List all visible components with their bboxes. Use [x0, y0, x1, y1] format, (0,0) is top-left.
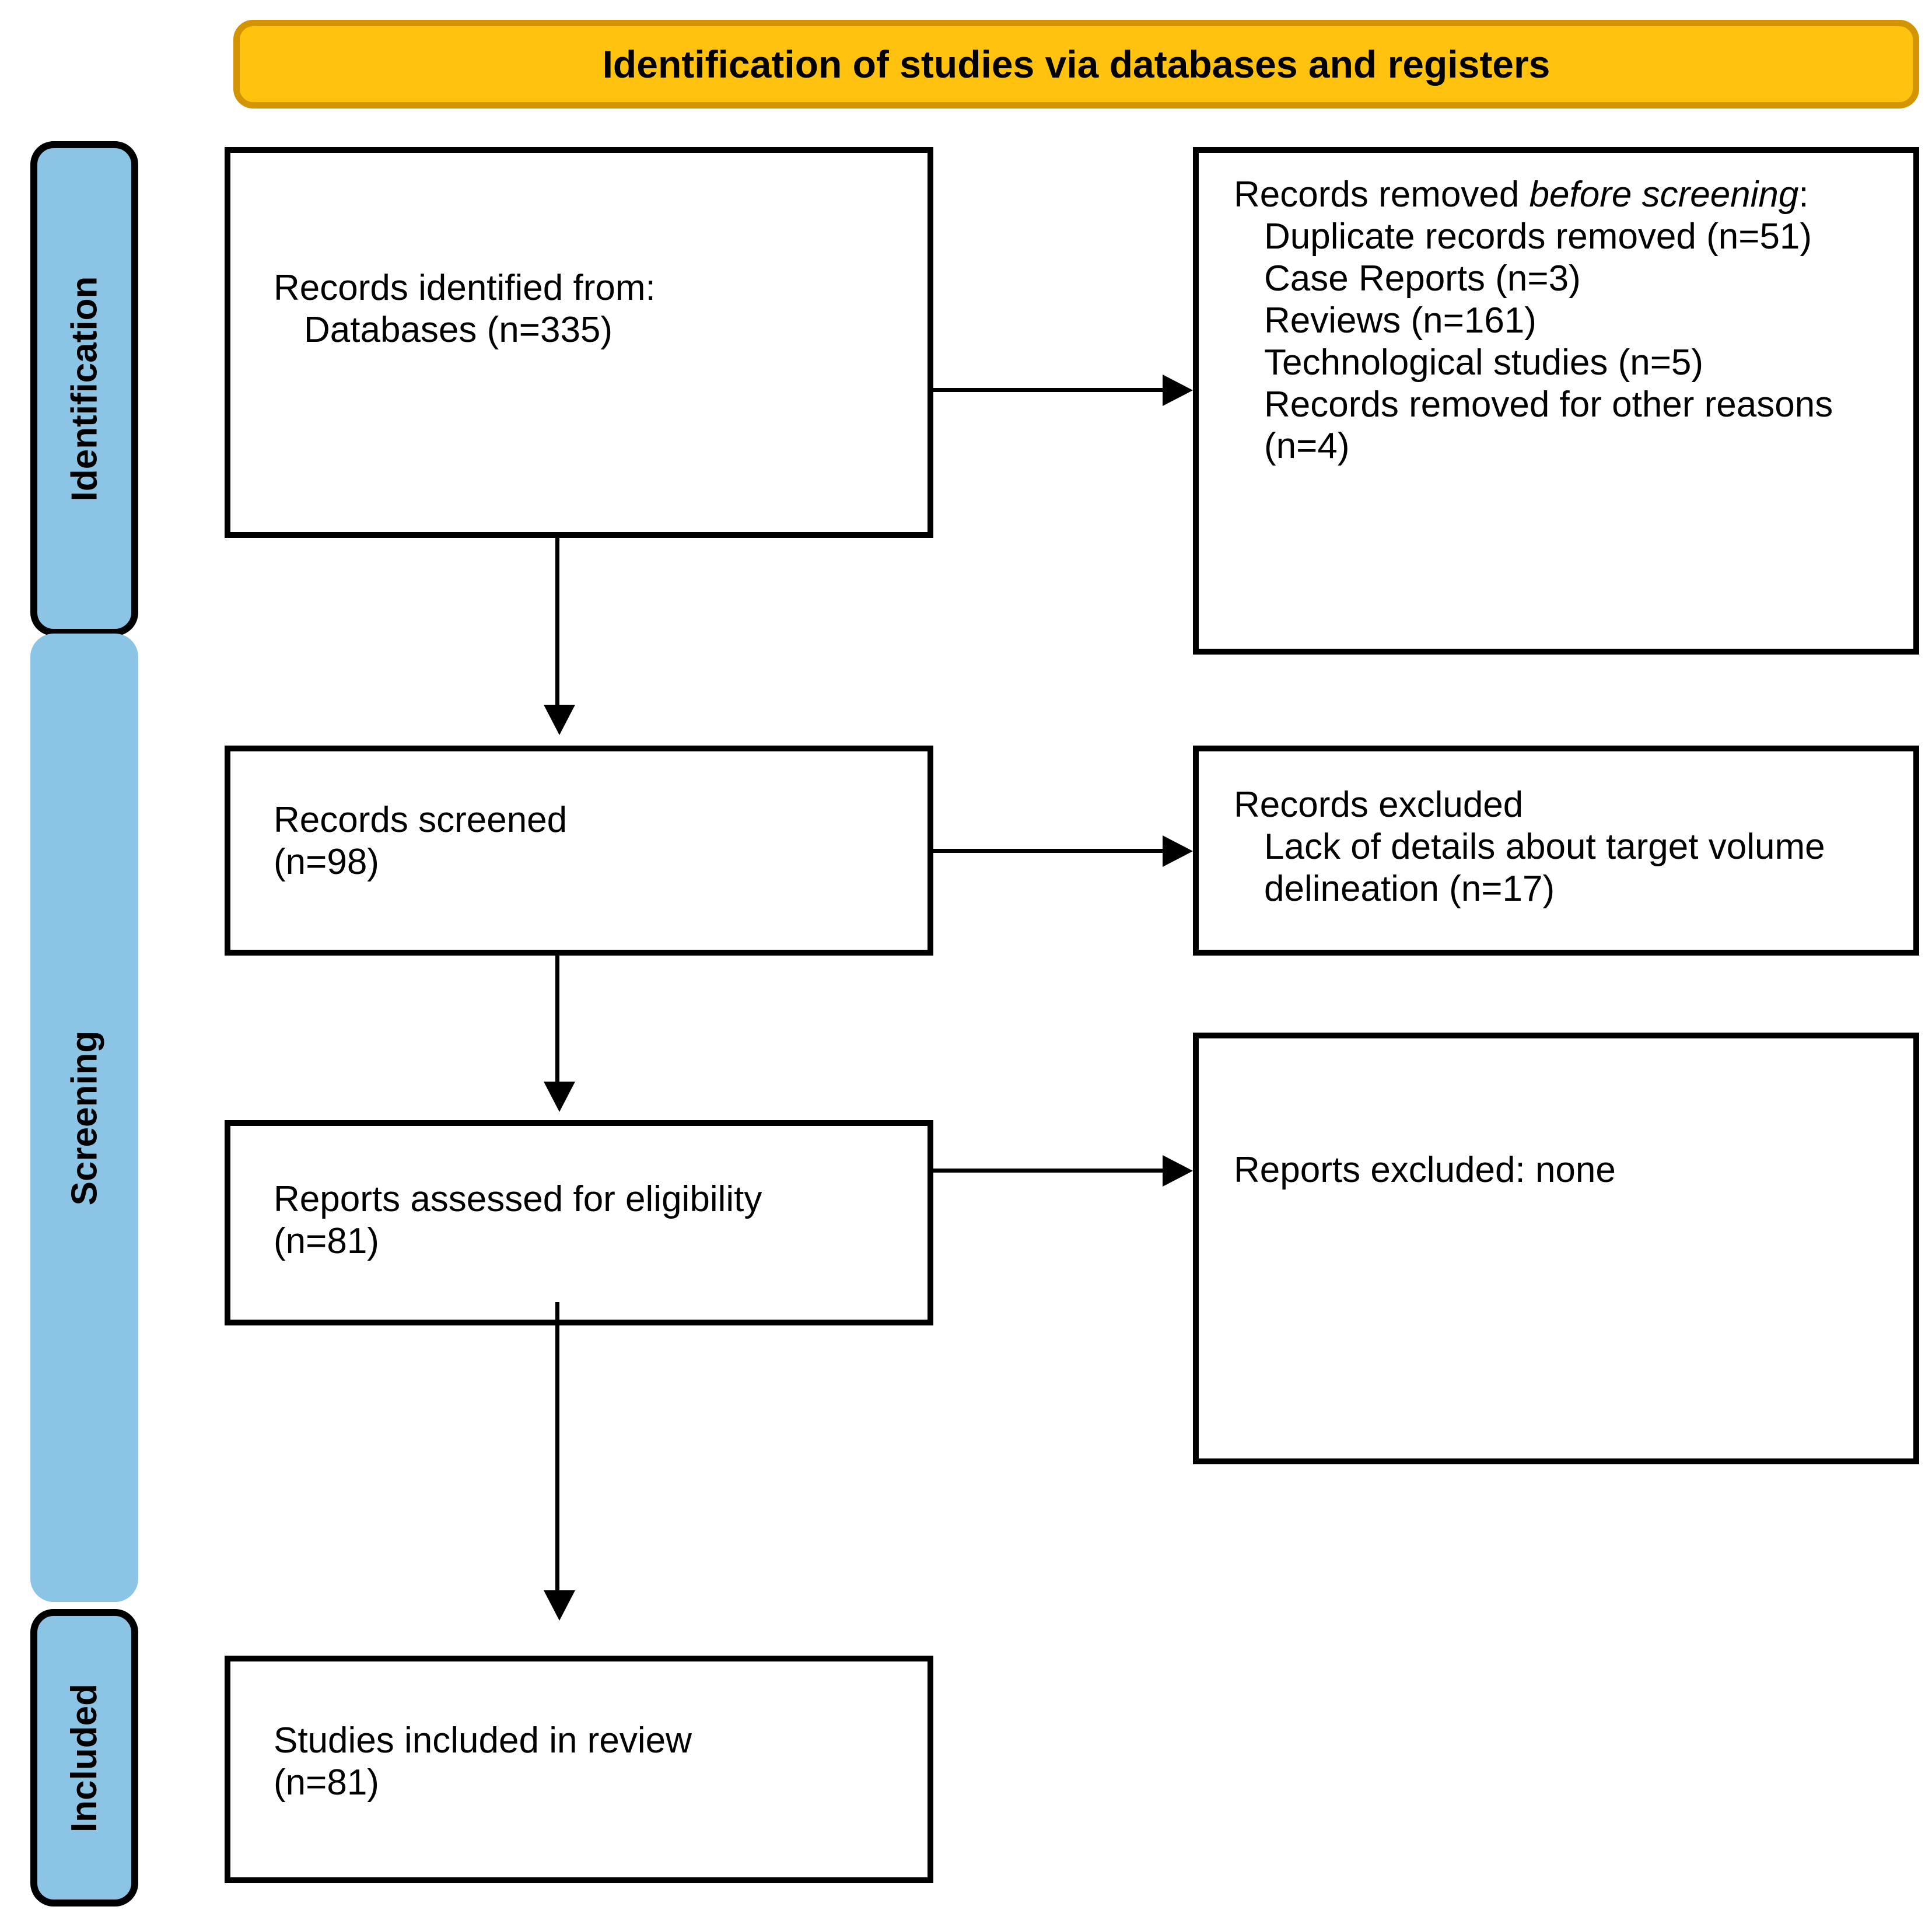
included-line2: (n=81): [274, 1762, 379, 1803]
eligibility-line2: (n=81): [274, 1220, 379, 1261]
arrow-shaft: [933, 388, 1164, 392]
diagram-header-banner: Identification of studies via databases …: [233, 20, 1919, 109]
box-reports-assessed-text: Reports assessed for eligibility (n=81): [274, 1178, 910, 1262]
box-records-screened: Records screened (n=98): [225, 746, 933, 956]
records-removed-heading-italic: before screening: [1529, 174, 1799, 215]
records-removed-heading-suffix: :: [1798, 174, 1809, 215]
records-excluded-line1: Records excluded: [1234, 785, 1524, 825]
records-screened-line1: Records screened: [274, 800, 568, 840]
box-records-removed-text: Records removed before screening: Duplic…: [1234, 174, 1896, 467]
arrowhead-down-icon: [544, 705, 575, 735]
phase-label-screening: Screening: [30, 634, 138, 1602]
records-removed-item: Duplicate records removed (n=51): [1264, 216, 1812, 257]
arrowhead-down-icon: [544, 1082, 575, 1112]
reports-excluded-line1: Reports excluded: none: [1234, 1150, 1616, 1190]
phase-screening-text: Screening: [64, 1030, 104, 1205]
arrow-shaft: [933, 849, 1164, 853]
phase-included-text: Included: [64, 1683, 104, 1832]
eligibility-line1: Reports assessed for eligibility: [274, 1179, 762, 1219]
arrowhead-right-icon: [1163, 835, 1193, 867]
records-screened-line2: (n=98): [274, 841, 379, 882]
records-removed-item: Records removed for other reasons (n=4): [1264, 384, 1843, 467]
records-removed-heading: Records removed before screening:: [1234, 174, 1896, 216]
box-records-identified: Records identified from: Databases (n=33…: [225, 147, 933, 538]
arrowhead-right-icon: [1163, 375, 1193, 406]
box-records-removed-before-screening: Records removed before screening: Duplic…: [1193, 147, 1919, 655]
box-records-identified-text: Records identified from: Databases (n=33…: [274, 267, 910, 351]
records-excluded-line2: Lack of details about target volume deli…: [1264, 826, 1835, 909]
arrowhead-right-icon: [1163, 1155, 1193, 1187]
box-reports-excluded-text: Reports excluded: none: [1234, 1149, 1896, 1191]
box-reports-excluded: Reports excluded: none: [1193, 1033, 1919, 1464]
box-records-screened-text: Records screened (n=98): [274, 799, 910, 883]
box-studies-included: Studies included in review (n=81): [225, 1656, 933, 1883]
arrow-shaft: [555, 1302, 559, 1593]
arrow-shaft: [933, 1169, 1164, 1173]
arrow-shaft: [555, 538, 559, 707]
records-removed-item: Reviews (n=161): [1264, 300, 1536, 341]
arrow-shaft: [555, 956, 559, 1084]
records-removed-item: Case Reports (n=3): [1264, 258, 1581, 299]
diagram-title: Identification of studies via databases …: [602, 43, 1550, 86]
included-line1: Studies included in review: [274, 1720, 692, 1761]
records-removed-heading-prefix: Records removed: [1234, 174, 1530, 215]
box-records-excluded: Records excluded Lack of details about t…: [1193, 746, 1919, 956]
records-identified-line1: Records identified from:: [274, 268, 656, 308]
records-removed-item: Technological studies (n=5): [1264, 342, 1704, 383]
box-studies-included-text: Studies included in review (n=81): [274, 1720, 910, 1804]
phase-label-included: Included: [30, 1609, 138, 1906]
box-reports-assessed-eligibility: Reports assessed for eligibility (n=81): [225, 1120, 933, 1325]
box-records-excluded-text: Records excluded Lack of details about t…: [1234, 784, 1896, 910]
arrowhead-down-icon: [544, 1590, 575, 1621]
records-identified-line2: Databases (n=335): [304, 309, 613, 350]
phase-label-identification: Identification: [30, 141, 138, 636]
phase-identification-text: Identification: [64, 276, 104, 501]
